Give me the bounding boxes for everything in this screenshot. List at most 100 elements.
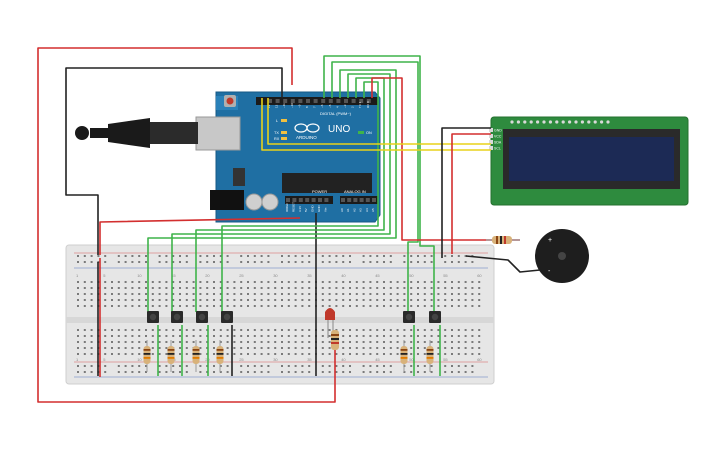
breadboard-hole[interactable] <box>417 353 419 355</box>
breadboard-hole[interactable] <box>260 329 263 331</box>
breadboard-hole[interactable] <box>199 287 202 289</box>
breadboard-hole[interactable] <box>464 281 467 283</box>
breadboard-hole[interactable] <box>342 329 345 331</box>
push-button-3[interactable] <box>196 311 208 323</box>
breadboard-hole[interactable] <box>233 329 236 331</box>
breadboard-hole[interactable] <box>179 371 181 373</box>
breadboard-hole[interactable] <box>226 371 229 373</box>
breadboard-hole[interactable] <box>478 353 481 355</box>
breadboard-hole[interactable] <box>294 287 297 289</box>
breadboard-hole[interactable] <box>83 281 86 283</box>
breadboard-hole[interactable] <box>253 335 256 337</box>
breadboard-hole[interactable] <box>369 329 372 331</box>
breadboard-hole[interactable] <box>403 335 406 337</box>
breadboard-hole[interactable] <box>417 347 419 349</box>
breadboard-hole[interactable] <box>308 255 311 257</box>
push-button-2[interactable] <box>171 311 183 323</box>
breadboard-hole[interactable] <box>206 293 209 295</box>
breadboard-hole[interactable] <box>355 329 358 331</box>
breadboard-hole[interactable] <box>267 329 270 331</box>
breadboard-hole[interactable] <box>342 341 345 343</box>
breadboard-hole[interactable] <box>90 299 93 301</box>
analog-pin-4[interactable] <box>365 198 370 202</box>
breadboard-hole[interactable] <box>403 261 406 263</box>
breadboard-hole[interactable] <box>444 293 447 295</box>
breadboard-hole[interactable] <box>417 335 419 337</box>
breadboard-hole[interactable] <box>213 353 215 355</box>
breadboard-hole[interactable] <box>444 329 447 331</box>
breadboard-hole[interactable] <box>83 255 86 257</box>
breadboard-hole[interactable] <box>158 293 161 295</box>
push-button-cap[interactable] <box>149 313 157 321</box>
breadboard-hole[interactable] <box>369 347 372 349</box>
breadboard-hole[interactable] <box>179 305 181 307</box>
breadboard-hole[interactable] <box>444 287 447 289</box>
breadboard-hole[interactable] <box>219 299 222 301</box>
breadboard-hole[interactable] <box>77 299 79 301</box>
breadboard-hole[interactable] <box>423 255 426 257</box>
breadboard-hole[interactable] <box>457 255 460 257</box>
breadboard-hole[interactable] <box>247 287 249 289</box>
breadboard-hole[interactable] <box>321 335 324 337</box>
breadboard-hole[interactable] <box>145 371 147 373</box>
breadboard-hole[interactable] <box>145 281 147 283</box>
breadboard-hole[interactable] <box>240 255 243 257</box>
breadboard-hole[interactable] <box>403 299 406 301</box>
breadboard-hole[interactable] <box>192 299 195 301</box>
breadboard-hole[interactable] <box>90 293 93 295</box>
breadboard-hole[interactable] <box>410 335 413 337</box>
breadboard-hole[interactable] <box>165 335 168 337</box>
breadboard-hole[interactable] <box>301 281 304 283</box>
breadboard-hole[interactable] <box>321 347 324 349</box>
breadboard-hole[interactable] <box>151 281 154 283</box>
breadboard-hole[interactable] <box>253 347 256 349</box>
breadboard-hole[interactable] <box>437 335 440 337</box>
breadboard-hole[interactable] <box>131 335 134 337</box>
breadboard-hole[interactable] <box>281 255 283 257</box>
breadboard-hole[interactable] <box>131 365 134 367</box>
breadboard-hole[interactable] <box>253 305 256 307</box>
breadboard-hole[interactable] <box>362 329 365 331</box>
power-pin-0[interactable] <box>286 198 290 202</box>
breadboard-hole[interactable] <box>369 255 372 257</box>
breadboard-hole[interactable] <box>233 287 236 289</box>
breadboard-hole[interactable] <box>349 371 351 373</box>
breadboard-hole[interactable] <box>389 341 392 343</box>
breadboard-hole[interactable] <box>342 255 345 257</box>
breadboard-hole[interactable] <box>369 305 372 307</box>
breadboard-hole[interactable] <box>342 371 345 373</box>
breadboard-hole[interactable] <box>253 365 256 367</box>
breadboard-hole[interactable] <box>349 281 351 283</box>
breadboard-hole[interactable] <box>301 365 304 367</box>
breadboard-hole[interactable] <box>335 305 338 307</box>
breadboard-hole[interactable] <box>233 281 236 283</box>
breadboard-hole[interactable] <box>240 281 243 283</box>
breadboard-hole[interactable] <box>179 261 181 263</box>
breadboard-hole[interactable] <box>274 287 277 289</box>
breadboard-hole[interactable] <box>328 329 331 331</box>
breadboard-hole[interactable] <box>124 347 127 349</box>
digital-pin-1[interactable] <box>275 99 280 103</box>
breadboard-hole[interactable] <box>383 299 385 301</box>
breadboard-hole[interactable] <box>451 305 453 307</box>
breadboard-hole[interactable] <box>199 341 202 343</box>
breadboard-hole[interactable] <box>117 365 120 367</box>
breadboard-hole[interactable] <box>287 335 290 337</box>
breadboard-hole[interactable] <box>104 261 107 263</box>
breadboard-hole[interactable] <box>403 305 406 307</box>
breadboard-hole[interactable] <box>253 341 256 343</box>
breadboard-hole[interactable] <box>464 353 467 355</box>
breadboard-hole[interactable] <box>376 255 379 257</box>
breadboard-hole[interactable] <box>151 353 154 355</box>
breadboard-hole[interactable] <box>274 335 277 337</box>
breadboard-hole[interactable] <box>158 335 161 337</box>
breadboard-hole[interactable] <box>321 255 324 257</box>
breadboard-hole[interactable] <box>301 353 304 355</box>
breadboard-hole[interactable] <box>90 347 93 349</box>
breadboard-hole[interactable] <box>247 281 249 283</box>
breadboard-hole[interactable] <box>172 287 175 289</box>
breadboard-hole[interactable] <box>376 371 379 373</box>
breadboard-hole[interactable] <box>226 305 229 307</box>
breadboard-hole[interactable] <box>226 293 229 295</box>
breadboard-hole[interactable] <box>138 287 141 289</box>
